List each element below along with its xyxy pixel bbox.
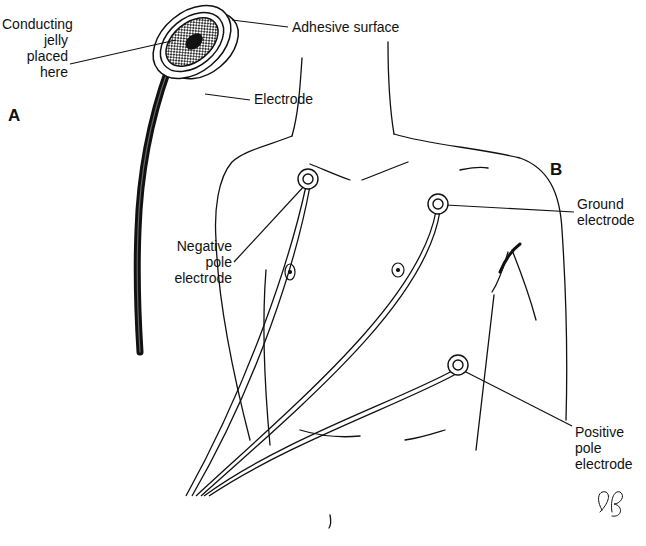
chest-electrodes	[298, 169, 468, 375]
part-label: Positive pole electrode	[575, 424, 643, 472]
panel-letter: A	[8, 106, 38, 126]
electrode-cable	[137, 70, 168, 352]
electrode-wires	[186, 186, 456, 496]
part-label: Conducting jelly placed here	[2, 16, 68, 80]
electrode-disc	[139, 0, 251, 99]
nipples	[285, 263, 404, 280]
part-label: Adhesive surface	[292, 19, 442, 35]
part-label: Negative pole electrode	[154, 238, 232, 286]
torso-outline	[216, 42, 623, 528]
panel-letter: B	[550, 160, 580, 180]
part-label: Ground electrode	[577, 196, 643, 228]
leader-lines	[70, 20, 574, 426]
part-label: Electrode	[254, 91, 354, 107]
